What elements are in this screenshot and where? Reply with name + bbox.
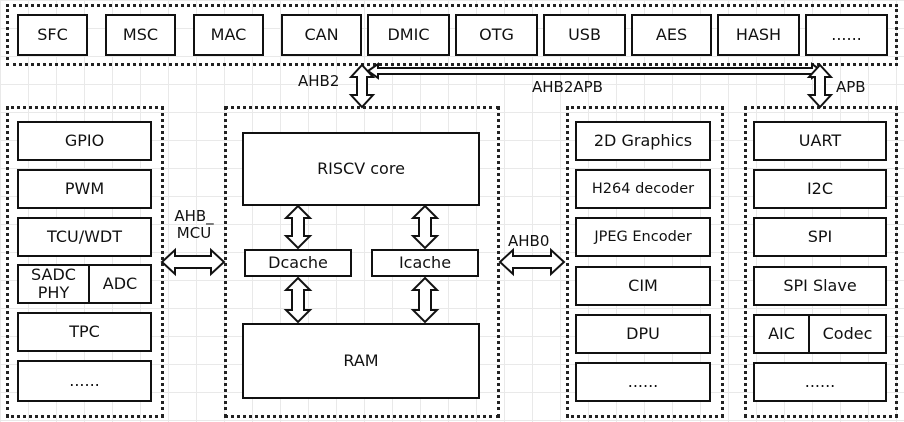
- module-h264-decoder: H264 decoder: [575, 169, 711, 209]
- module-hash: HASH: [717, 14, 800, 56]
- ahb2apb-label: AHB2APB: [532, 78, 603, 96]
- module-can: CAN: [281, 14, 362, 56]
- module-tpc: TPC: [17, 312, 152, 352]
- ahb-mcu-label: AHB_ MCU: [174, 207, 214, 242]
- module-sfc: SFC: [17, 14, 88, 56]
- module-spi: SPI: [753, 217, 887, 257]
- module-more-left: ......: [17, 360, 152, 402]
- ahb0-label: AHB0: [508, 232, 550, 250]
- icache: Icache: [371, 249, 479, 277]
- module-i2c: I2C: [753, 169, 887, 209]
- module-otg: OTG: [455, 14, 538, 56]
- module-more-top: ......: [805, 14, 888, 56]
- module-gpio: GPIO: [17, 121, 152, 161]
- module-dmic: DMIC: [367, 14, 450, 56]
- module-jpeg-encoder: JPEG Encoder: [575, 217, 711, 257]
- module-cim: CIM: [575, 266, 711, 306]
- module-mac: MAC: [193, 14, 264, 56]
- apb-arrow: [806, 63, 834, 109]
- media-group: [566, 106, 724, 418]
- module-tcu-wdt: TCU/WDT: [17, 217, 152, 257]
- module-usb: USB: [543, 14, 626, 56]
- ahb2apb-arrow: [366, 62, 824, 80]
- ahb2-arrow: [348, 63, 376, 109]
- module-more-media: ......: [575, 362, 711, 402]
- module-sadc-phy: SADC PHY: [17, 264, 90, 304]
- ahb0-arrow: [498, 247, 566, 277]
- riscv-core: RISCV core: [242, 132, 480, 206]
- module-aic: AIC: [753, 314, 810, 354]
- module-more-apb: ......: [753, 362, 887, 402]
- module-aes: AES: [631, 14, 712, 56]
- module-dpu: DPU: [575, 314, 711, 354]
- module-spi-slave: SPI Slave: [753, 266, 887, 306]
- apb-label: APB: [836, 78, 866, 96]
- module-uart: UART: [753, 121, 887, 161]
- module-2d-graphics: 2D Graphics: [575, 121, 711, 161]
- module-codec: Codec: [808, 314, 887, 354]
- ahb2-label: AHB2: [298, 72, 340, 90]
- module-pwm: PWM: [17, 169, 152, 209]
- module-msc: MSC: [105, 14, 176, 56]
- ram: RAM: [242, 323, 480, 399]
- ahb-mcu-arrow: [160, 247, 226, 277]
- module-adc: ADC: [88, 264, 152, 304]
- dcache: Dcache: [244, 249, 352, 277]
